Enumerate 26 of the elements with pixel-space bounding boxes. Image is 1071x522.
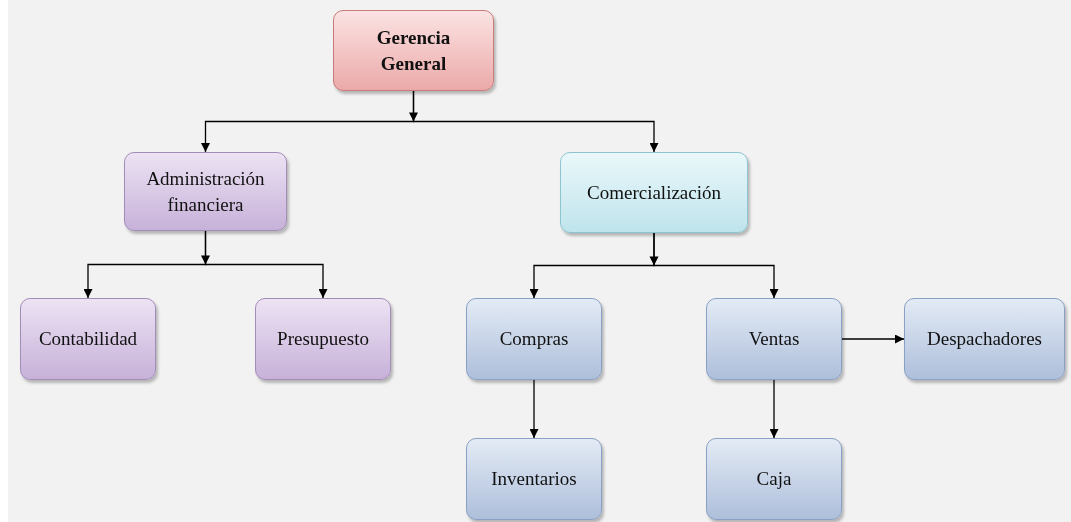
unit-name: Despachadores — [927, 327, 1042, 352]
unit-name: Contabilidad — [38, 327, 138, 352]
org-unit-box — [466, 298, 602, 380]
connector-arrow — [841, 334, 905, 344]
unit-name: Administración financiera — [145, 166, 266, 217]
connector-arrow — [204, 230, 328, 299]
org-unit-box — [706, 438, 842, 520]
unit-name: Gerencia General — [375, 25, 452, 76]
unit-name: Comercialización — [587, 180, 721, 205]
unit-name: Compras — [499, 327, 569, 352]
connector-arrow — [769, 379, 779, 439]
org-unit-box — [124, 152, 287, 231]
org-unit-box — [904, 298, 1065, 380]
org-unit-box — [333, 10, 494, 91]
org-unit-box — [706, 298, 842, 380]
connector-arrow — [529, 379, 539, 439]
connector-arrow — [412, 90, 659, 153]
org-unit-box — [560, 152, 748, 233]
unit-name: Inventarios — [491, 467, 577, 492]
org-unit-box — [20, 298, 156, 380]
org-unit-box — [255, 298, 391, 380]
unit-name: Caja — [756, 467, 792, 492]
org-unit-box — [466, 438, 602, 520]
connector-arrow — [653, 232, 779, 299]
unit-name: Presupuesto — [277, 327, 369, 352]
unit-name: Ventas — [748, 327, 800, 352]
